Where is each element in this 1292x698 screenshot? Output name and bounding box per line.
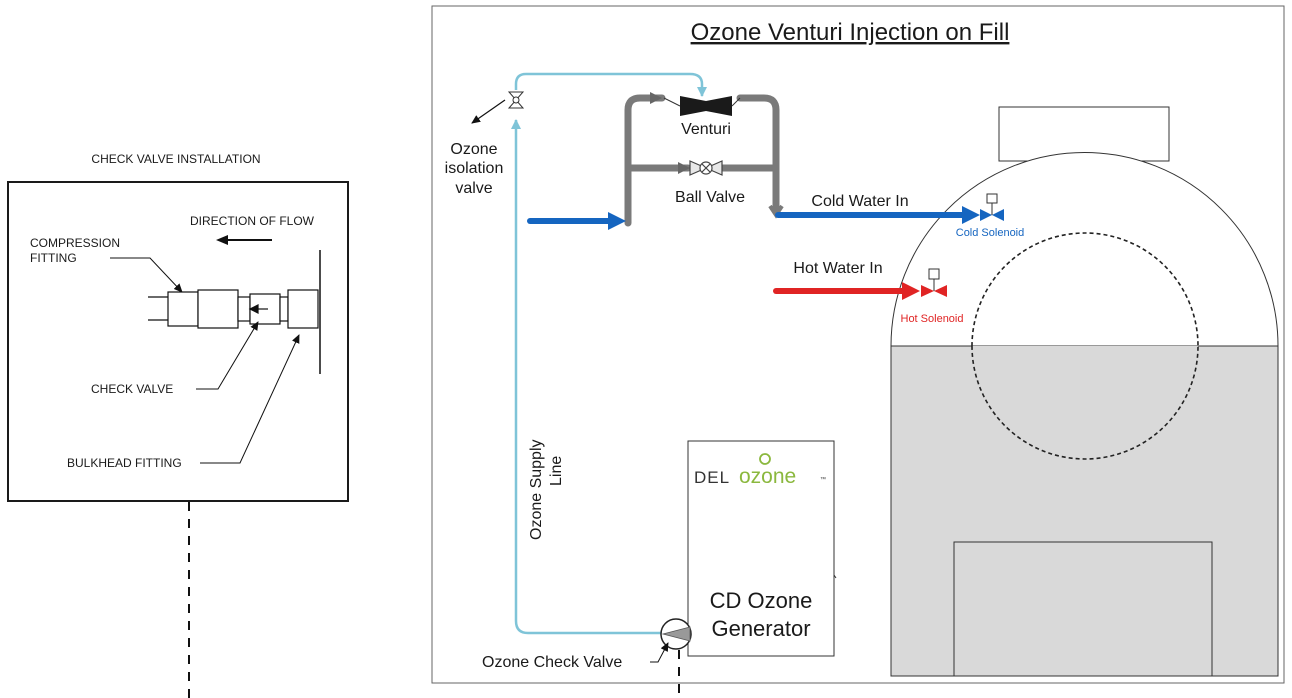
del-ozone-logo: DEL ozone ™: [694, 453, 826, 488]
direction-of-flow-label: DIRECTION OF FLOW: [190, 214, 315, 228]
check-valve-installation-box: [7, 181, 349, 502]
cold-solenoid-icon: [980, 193, 1004, 221]
bulkhead-fitting-label: BULKHEAD FITTING: [67, 456, 182, 470]
venturi-label: Venturi: [681, 121, 731, 138]
isolation-valve-label-2: isolation: [445, 160, 504, 177]
isolation-valve-leader: [471, 99, 506, 124]
ozone-check-valve-leader: [650, 642, 669, 663]
ozone-supply-label-1: Ozone Supply: [528, 439, 545, 540]
ozone-check-valve-label: Ozone Check Valve: [482, 654, 622, 671]
check-valve-installation-heading: CHECK VALVE INSTALLATION: [91, 152, 260, 166]
generator-label-2: Generator: [711, 616, 810, 641]
ozone-supply-label-2: Line: [548, 456, 565, 486]
cold-water-line: [775, 206, 980, 224]
hot-water-line: [773, 282, 920, 300]
compression-fitting-label-1: COMPRESSION: [30, 236, 120, 250]
cold-water-label: Cold Water In: [811, 193, 908, 210]
venturi-inlet-arrow: [650, 92, 662, 104]
hot-water-label: Hot Water In: [793, 260, 882, 277]
ozone-line-to-venturi: [514, 72, 707, 97]
isolation-valve-label-3: valve: [455, 180, 492, 197]
ball-valve-inlet-arrow: [678, 162, 690, 174]
check-valve-assembly-drawing: [148, 250, 321, 374]
logo-del-text: DEL: [694, 468, 730, 487]
generator-label-1: CD Ozone: [710, 588, 813, 613]
bulkhead-fitting-leader: [200, 334, 300, 464]
isolation-valve-label-1: Ozone: [450, 141, 497, 158]
hot-solenoid-icon: [921, 268, 947, 297]
compression-fitting-leader: [110, 257, 183, 293]
ball-valve-label: Ball Valve: [675, 189, 745, 206]
logo-tm-text: ™: [820, 476, 826, 483]
logo-ozone-text: ozone: [739, 465, 796, 488]
ball-valve-icon: [689, 160, 723, 176]
venturi-icon: [663, 96, 741, 116]
diagram-title: Ozone Venturi Injection on Fill: [691, 19, 1010, 46]
water-inlet-arrow: [527, 212, 626, 230]
logo-dot-icon: [759, 453, 771, 465]
compression-fitting-label-2: FITTING: [30, 251, 77, 265]
check-valve-label: CHECK VALVE: [91, 382, 173, 396]
ozone-supply-line-label: Ozone Supply Line: [528, 439, 565, 540]
ozone-generator-unit: [687, 440, 835, 657]
ozone-supply-line: [511, 119, 668, 635]
ozone-isolation-valve-icon: [507, 91, 525, 109]
check-valve-leader: [196, 321, 259, 390]
hot-solenoid-label: Hot Solenoid: [901, 313, 964, 325]
cold-solenoid-label: Cold Solenoid: [956, 227, 1025, 239]
ozone-check-valve-icon: [660, 618, 692, 650]
